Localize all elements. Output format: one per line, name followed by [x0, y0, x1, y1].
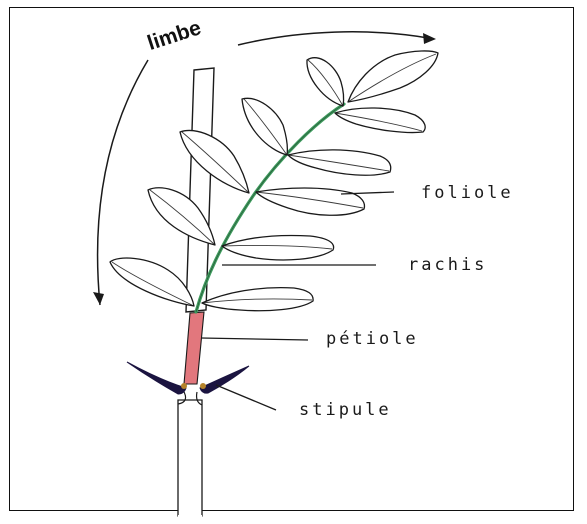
label-foliole: foliole: [421, 183, 514, 203]
leaflet: [307, 58, 344, 106]
petiole-shape: [184, 312, 204, 384]
leaflet: [335, 108, 425, 133]
leaflet: [110, 258, 194, 306]
label-rachis: rachis: [408, 255, 487, 275]
leaflet: [256, 188, 365, 215]
label-petiole: pétiole: [326, 329, 419, 349]
label-stipule: stipule: [299, 400, 392, 420]
